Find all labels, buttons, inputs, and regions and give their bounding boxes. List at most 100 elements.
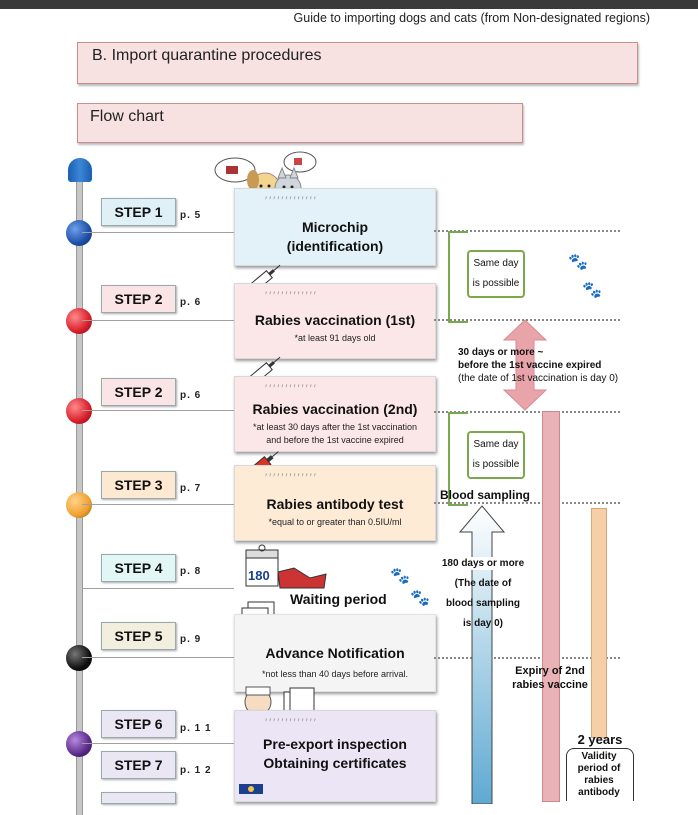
days-180-line-1: 180 days or more <box>429 557 537 570</box>
thirty-days-arrow <box>502 319 548 411</box>
card-decoration: ′′′′′′′′′′′′′ <box>265 383 318 395</box>
guide-title: Guide to importing dogs and cats (from N… <box>293 11 650 25</box>
card-antibody-test: ′′′′′′′′′′′′′ Rabies antibody test *equa… <box>234 465 436 541</box>
same-day-box-2: Same day is possible <box>467 431 525 479</box>
expiry-line-2: rabies vaccine <box>512 679 588 691</box>
step-2a-page-ref: p. 6 <box>180 297 202 308</box>
validity-line-3: rabies <box>584 775 614 786</box>
dotted-guide-line <box>434 230 620 232</box>
section-header: B. Import quarantine procedures <box>77 42 638 84</box>
waiting-period-title: Waiting period <box>290 591 387 607</box>
thirty-days-line-2: before the 1st vaccine expired <box>458 360 602 371</box>
timeline-node-step1 <box>66 220 92 246</box>
step-4-page-ref: p. 8 <box>180 566 202 577</box>
card-advance-notification: Advance Notification *not less than 40 d… <box>234 614 436 692</box>
same-day-bracket <box>448 412 468 506</box>
flowchart-header: Flow chart <box>77 103 523 143</box>
step-7-label: STEP 7 <box>101 751 176 779</box>
validity-line-4: antibody <box>578 787 620 798</box>
card-decoration: ′′′′′′′′′′′′′ <box>265 717 318 729</box>
timeline-node-step5 <box>66 645 92 671</box>
step-2a-label: STEP 2 <box>101 285 176 313</box>
same-day-1-line-2: is possible <box>472 278 520 289</box>
card-notification-title: Advance Notification <box>265 645 405 661</box>
same-day-box-1: Same day is possible <box>467 250 525 298</box>
timeline-node-step6 <box>66 731 92 757</box>
connector-line <box>82 410 234 411</box>
card-decoration: ′′′′′′′′′′′′′ <box>265 290 318 302</box>
card-rabies-2nd-title: Rabies vaccination (2nd) <box>252 401 418 417</box>
step-3-page-ref: p. 7 <box>180 483 202 494</box>
card-rabies-1st: ′′′′′′′′′′′′′ Rabies vaccination (1st) *… <box>234 283 436 359</box>
connector-line <box>82 320 234 321</box>
hundred-eighty-days-arrow <box>458 505 506 804</box>
dotted-guide-line <box>434 502 620 504</box>
timeline-node-step2a <box>66 308 92 334</box>
paw-print-icon: 🐾 <box>568 254 588 271</box>
connector-line <box>82 657 234 658</box>
card-antibody-title: Rabies antibody test <box>266 496 404 512</box>
step-6-label: STEP 6 <box>101 710 176 738</box>
connector-line <box>82 504 234 505</box>
step-1-page-ref: p. 5 <box>180 210 202 221</box>
same-day-2-line-1: Same day <box>473 439 519 450</box>
dotted-guide-line <box>434 411 620 413</box>
days-180-line-2: (The date of <box>454 578 512 589</box>
card-notification-note: *not less than 40 days before arrival. <box>261 669 409 679</box>
validity-line-2: period of <box>577 763 621 774</box>
step-8-label-partial <box>101 792 176 804</box>
connector-line <box>82 232 234 233</box>
step-2b-label: STEP 2 <box>101 378 176 406</box>
card-rabies-2nd-note-1: *at least 30 days after the 1st vaccinat… <box>252 422 418 432</box>
card-rabies-2nd: ′′′′′′′′′′′′′ Rabies vaccination (2nd) *… <box>234 376 436 452</box>
dotted-guide-line <box>434 319 620 321</box>
top-bar <box>0 0 698 9</box>
timeline-node-step3 <box>66 492 92 518</box>
paw-print-icon: 🐾 <box>410 590 430 607</box>
step-2b-page-ref: p. 6 <box>180 390 202 401</box>
card-rabies-1st-title: Rabies vaccination (1st) <box>254 312 416 328</box>
days-180-line-4: is day 0) <box>462 618 504 629</box>
same-day-1-line-1: Same day <box>473 258 519 269</box>
blood-sampling-label: Blood sampling <box>440 488 530 502</box>
card-decoration: ′′′′′′′′′′′′′ <box>265 195 318 207</box>
connector-line <box>82 588 234 589</box>
vaccine-expiry-bar <box>542 411 560 802</box>
validity-line-1: Validity <box>581 751 617 762</box>
validity-callout <box>566 748 634 801</box>
antibody-validity-bar <box>591 508 607 738</box>
card-rabies-2nd-note-2: and before the 1st vaccine expired <box>266 435 404 445</box>
pole-cap <box>68 158 92 182</box>
dotted-guide-line <box>434 657 620 659</box>
same-day-2-line-2: is possible <box>472 459 520 470</box>
card-preexport-title-1: Pre-export inspection <box>263 736 407 752</box>
paw-print-icon: 🐾 <box>390 568 410 585</box>
thirty-days-line-3: (the date of 1st vaccination is day 0) <box>458 373 619 384</box>
card-decoration: ′′′′′′′′′′′′′ <box>265 472 318 484</box>
section-title: B. Import quarantine procedures <box>92 47 322 64</box>
calendar-icon <box>245 544 327 589</box>
timeline-node-step2b <box>66 398 92 424</box>
step-5-page-ref: p. 9 <box>180 634 202 645</box>
card-microchip: ′′′′′′′′′′′′′ Microchip (identification) <box>234 188 436 266</box>
card-microchip-title-2: (identification) <box>286 238 384 254</box>
card-preexport: ′′′′′′′′′′′′′ Pre-export inspection Obta… <box>234 710 436 802</box>
step-5-label: STEP 5 <box>101 622 176 650</box>
card-antibody-note: *equal to or greater than 0.5IU/ml <box>268 517 402 527</box>
card-rabies-1st-note: *at least 91 days old <box>294 333 376 343</box>
calendar-day: 180 <box>248 568 270 583</box>
step-4-label: STEP 4 <box>101 554 176 582</box>
flowchart-title: Flow chart <box>90 108 164 125</box>
expiry-line-1: Expiry of 2nd <box>515 665 585 677</box>
officer-icon <box>239 784 263 794</box>
step-7-page-ref: p. 1 2 <box>180 765 212 776</box>
same-day-bracket <box>448 231 468 323</box>
thirty-days-line-1: 30 days or more ~ <box>458 347 544 358</box>
paw-print-icon: 🐾 <box>582 282 602 299</box>
step-1-label: STEP 1 <box>101 198 176 226</box>
step-3-label: STEP 3 <box>101 471 176 499</box>
days-180-line-3: blood sampling <box>446 598 520 609</box>
step-6-page-ref: p. 1 1 <box>180 723 212 734</box>
two-years-label: 2 years <box>577 732 623 747</box>
card-microchip-title-1: Microchip <box>301 219 369 235</box>
